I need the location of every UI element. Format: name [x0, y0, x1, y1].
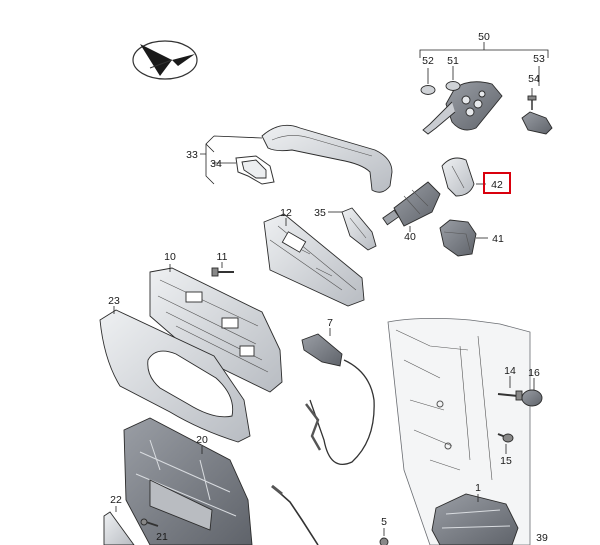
car-door-pillar	[387, 318, 531, 545]
door-handle-outer	[261, 124, 393, 193]
bolt-15	[497, 433, 514, 443]
label-39: 39	[536, 532, 548, 544]
label-41: 41	[492, 233, 504, 245]
end-cap-lower	[439, 219, 477, 257]
battery-coin-cell	[445, 81, 461, 91]
clip-5	[379, 537, 389, 545]
label-42: 42	[491, 179, 503, 191]
label-21: 21	[156, 531, 168, 543]
handle-gasket-35	[341, 207, 377, 251]
orientation-compass-icon	[132, 40, 198, 80]
label-54: 54	[528, 73, 540, 85]
release-cable	[301, 333, 375, 466]
operating-rod	[271, 484, 319, 545]
door-trim-panel	[99, 309, 251, 443]
door-lock-unit	[431, 493, 519, 545]
label-22: 22	[110, 494, 122, 506]
door-inner-frame	[149, 267, 283, 393]
label-20: 20	[196, 434, 208, 446]
handle-carrier-bracket	[263, 213, 365, 307]
end-cap-upper	[441, 157, 475, 197]
label-14: 14	[504, 365, 516, 377]
label-10: 10	[164, 251, 176, 263]
label-34: 34	[210, 158, 222, 170]
key-fob-remote	[422, 81, 503, 135]
cover-22	[103, 511, 135, 545]
bolt-11	[211, 267, 234, 277]
label-5: 5	[381, 516, 387, 528]
label-11: 11	[217, 251, 228, 263]
battery-small-cell	[420, 85, 436, 95]
label-12: 12	[280, 207, 292, 219]
screw-54	[527, 95, 537, 110]
key-fob-cover	[521, 111, 553, 135]
cap-16	[521, 389, 543, 407]
label-50: 50	[478, 31, 490, 43]
label-16: 16	[528, 367, 540, 379]
label-40: 40	[404, 231, 416, 243]
label-15: 15	[500, 455, 512, 467]
screw-21	[140, 518, 159, 527]
handle-gasket-34	[235, 155, 275, 185]
lock-cylinder	[382, 181, 441, 227]
label-7: 7	[327, 317, 333, 329]
label-33: 33	[186, 149, 198, 161]
label-53: 53	[533, 53, 545, 65]
highlight-box-42: 42	[483, 172, 511, 194]
label-52: 52	[422, 55, 434, 67]
label-51: 51	[447, 55, 459, 67]
label-35: 35	[314, 207, 326, 219]
label-23: 23	[108, 295, 120, 307]
lock-mechanism	[123, 417, 253, 545]
label-1: 1	[475, 482, 481, 494]
